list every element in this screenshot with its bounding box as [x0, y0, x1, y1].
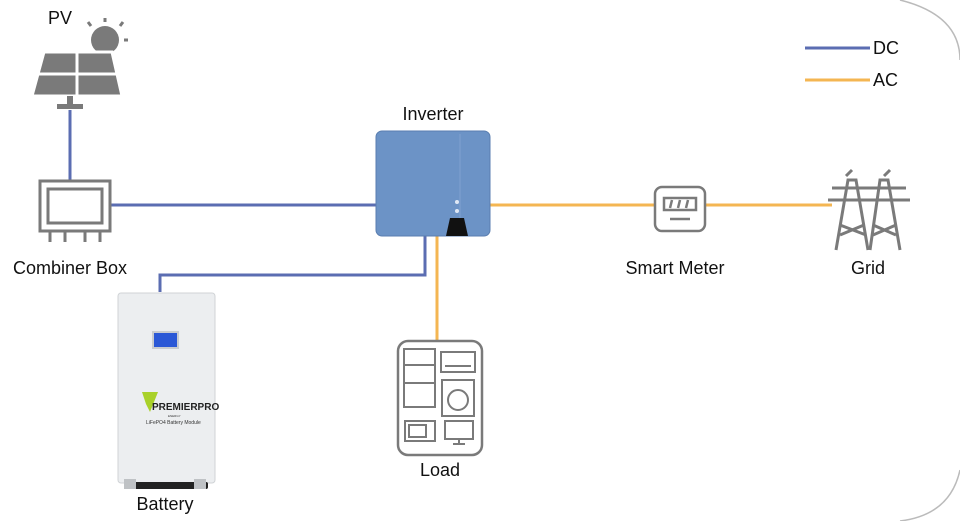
load-label: Load: [419, 460, 461, 480]
load-appliances-icon: [396, 339, 484, 457]
combiner-box-label: Combiner Box: [12, 258, 128, 278]
battery-icon: PREMIERPRO ENERGY LiFePO4 Battery Module: [117, 292, 219, 489]
pv-label: PV: [47, 8, 73, 28]
battery-brand: PREMIERPRO: [152, 402, 219, 413]
battery-brand-sub: ENERGY: [168, 414, 181, 418]
smart-meter-icon: [653, 185, 707, 233]
smart-meter-label: Smart Meter: [625, 258, 725, 278]
battery-model: LiFePO4 Battery Module: [146, 420, 201, 426]
battery-label: Battery: [136, 494, 194, 514]
inverter-label: Inverter: [402, 104, 464, 124]
dc-connections: [68, 110, 427, 292]
grid-label: Grid: [850, 258, 886, 278]
legend-ac-label: AC: [873, 70, 899, 90]
dc-line-battery-inverter: [158, 236, 427, 292]
combiner-box-icon: [38, 179, 112, 242]
grid-tower-icon: [828, 168, 910, 251]
legend-dc-label: DC: [873, 38, 899, 58]
inverter-icon: [375, 130, 491, 237]
frame-arc-top: [899, 0, 960, 61]
ac-connections: [435, 203, 832, 341]
solar-panel-icon: [30, 18, 128, 109]
frame-arc-bottom: [899, 469, 960, 521]
